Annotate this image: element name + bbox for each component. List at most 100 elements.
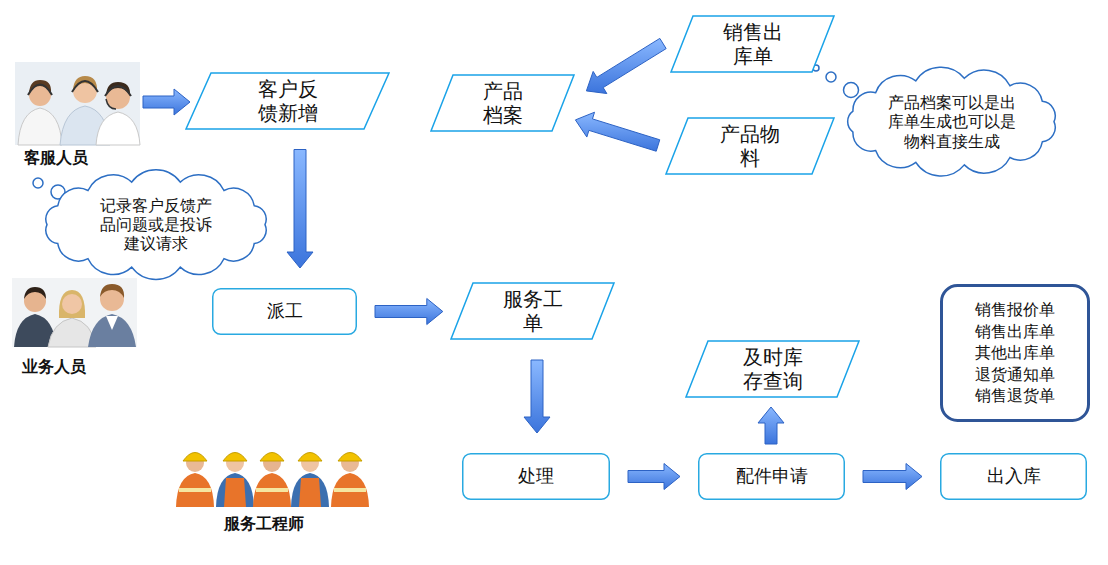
- rounded-outline: [942, 286, 1089, 421]
- query-box: 及时库存查询: [685, 340, 860, 398]
- worker-vest: [176, 473, 214, 507]
- node-text: 客户反馈新增: [257, 77, 318, 125]
- shirt-collar: [106, 316, 118, 330]
- process-box: 处理: [462, 453, 610, 500]
- hard-hat: [338, 453, 362, 462]
- node-text: 派工: [267, 301, 303, 323]
- flow-arrow: [586, 38, 666, 93]
- thought-bubble: [33, 178, 43, 188]
- node-text: 记录客户反馈产品问题或是投诉建议请求: [100, 196, 213, 254]
- reflective-stripe: [179, 488, 211, 492]
- note-cloud: 产品档案可以是出库单生成也可以是物料直接生成: [838, 66, 1066, 177]
- worker-shirt: [291, 473, 329, 507]
- thought-bubble: [844, 83, 859, 98]
- process-box: 出入库: [940, 453, 1087, 500]
- document-box: 销售出库单: [670, 15, 835, 73]
- parallelogram-outline: [451, 283, 614, 339]
- text-group: 派工: [267, 301, 303, 323]
- list-item-text: 销售出库单: [975, 321, 1055, 343]
- document-box: 服务工单: [450, 282, 615, 340]
- flow-arrow: [758, 407, 784, 444]
- person-hair: [73, 76, 97, 92]
- person-hair: [59, 290, 85, 318]
- photo-ground: [15, 62, 140, 145]
- person-hair: [29, 80, 51, 93]
- person-hair: [100, 284, 124, 298]
- headset: [28, 85, 52, 96]
- text-group: 记录客户反馈产品问题或是投诉建议请求: [100, 196, 213, 254]
- role-label: 业务人员: [22, 357, 86, 376]
- text-group: 产品物料: [720, 122, 781, 170]
- input-box: 客户反馈新增: [185, 72, 390, 130]
- person-body: [96, 112, 140, 145]
- data-box: 产品物料: [665, 117, 835, 175]
- text-group: 销售报价单销售出库单其他出库单退货通知单销售退货单: [975, 299, 1055, 407]
- document-list-box: 销售报价单销售出库单其他出库单退货通知单销售退货单: [940, 284, 1090, 422]
- parallelogram-outline: [686, 341, 859, 397]
- node-text: 产品档案可以是出库单生成也可以是物料直接生成: [888, 93, 1017, 151]
- process-box: 派工: [212, 288, 357, 335]
- thought-bubble: [826, 72, 836, 82]
- worker-vest: [224, 478, 246, 507]
- reflective-stripe: [334, 488, 366, 492]
- rounded-outline: [463, 454, 610, 500]
- role-label: 客服人员: [24, 148, 88, 167]
- text-group: 产品档案可以是出库单生成也可以是物料直接生成: [888, 93, 1017, 151]
- text-group: 配件申请: [736, 466, 808, 488]
- person-hair: [24, 287, 46, 299]
- node-text: 出入库: [987, 466, 1041, 488]
- data-box: 产品档案: [430, 74, 575, 132]
- customer-service-photo: [15, 62, 140, 145]
- text-group: 销售出库单: [722, 20, 783, 68]
- process-box: 配件申请: [698, 453, 845, 500]
- list-item-text: 退货通知单: [975, 364, 1055, 386]
- hard-hat: [223, 453, 247, 462]
- note-cloud: 记录客户反馈产品问题或是投诉建议请求: [35, 169, 277, 280]
- photo-ground: [12, 278, 137, 347]
- hard-hat: [298, 453, 322, 462]
- text-group: 客户反馈新增: [257, 77, 318, 125]
- list-item-text: 销售退货单: [975, 385, 1055, 407]
- flow-arrow: [863, 464, 922, 490]
- flow-arrow: [524, 360, 550, 433]
- node-text: 销售出库单: [722, 20, 783, 68]
- business-staff-photo: [12, 278, 137, 347]
- node-text: 产品物料: [720, 122, 781, 170]
- reflective-stripe: [256, 488, 288, 492]
- hard-hat: [183, 453, 207, 462]
- hard-hat: [260, 453, 284, 462]
- text-group: 及时库存查询: [742, 345, 803, 393]
- headset: [72, 81, 98, 92]
- worker-vest: [299, 478, 321, 507]
- person-head: [62, 294, 82, 314]
- node-text: 处理: [518, 466, 554, 488]
- flow-arrow: [575, 112, 659, 151]
- worker-shirt: [216, 473, 254, 507]
- service-engineers-photo: [176, 453, 369, 508]
- parallelogram-outline: [431, 75, 574, 131]
- worker-vest: [253, 473, 291, 507]
- text-group: 出入库: [987, 466, 1041, 488]
- rounded-outline: [213, 289, 357, 335]
- cloud-outline: [848, 68, 1056, 177]
- rounded-outline: [941, 454, 1087, 500]
- headset-mic: [106, 99, 116, 109]
- person-body: [18, 108, 62, 145]
- person-body: [88, 314, 136, 347]
- role-label: 服务工程师: [224, 514, 304, 533]
- headset: [105, 86, 131, 96]
- node-text: 及时库存查询: [742, 345, 803, 393]
- cloud-outline: [46, 170, 266, 280]
- parallelogram-outline: [186, 73, 389, 129]
- flow-arrow: [628, 464, 680, 490]
- node-text: 服务工单: [502, 287, 563, 335]
- text-group: 产品档案: [482, 79, 523, 127]
- parallelogram-outline: [671, 16, 834, 72]
- text-group: 处理: [518, 466, 554, 488]
- list-item-text: 销售报价单: [975, 299, 1055, 321]
- worker-vest: [331, 473, 369, 507]
- list-item-text: 其他出库单: [975, 342, 1055, 364]
- flow-arrow: [287, 150, 313, 269]
